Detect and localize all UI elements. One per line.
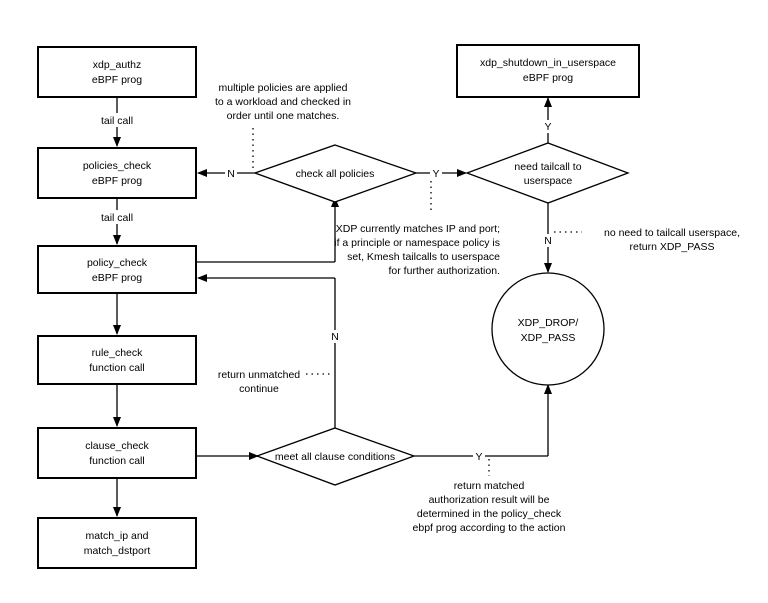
annotation-leaders [252,128,582,476]
annotation-no-need-tailcall: no need to tailcall userspace, return XD… [604,227,740,253]
annotation-return-matched-line1: return matched [454,480,525,492]
node-xdp-authz: xdp_authz eBPF prog [37,46,197,98]
edge-label-n-clause: N [331,331,339,343]
annotation-return-matched: return matched authorization result will… [413,480,566,534]
terminal-result-line1: XDP_DROP/ [518,317,579,329]
node-clause-check-line1: clause_check [85,440,149,452]
annotation-no-need-tailcall-line2: return XDP_PASS [629,241,714,253]
node-match-ip-line1: match_ip and [85,530,148,542]
node-match-ip-line2: match_dstport [84,545,151,557]
decision-need-tailcall-line2: userspace [524,175,573,187]
annotation-multiple-policies-line2: to a workload and checked in [215,96,351,108]
edges [113,97,552,517]
edge-label-y-shutdown: Y [544,121,551,133]
node-policy-check-line1: policy_check [87,257,148,269]
edge-label-y-clause: Y [475,451,482,463]
terminal-result: XDP_DROP/ XDP_PASS [491,272,605,386]
edge-label-tail-call-1: tail call [101,115,133,127]
decision-need-tailcall-line1: need tailcall to [514,161,581,173]
node-policies-check-line1: policies_check [83,160,152,172]
annotation-no-need-tailcall-line1: no need to tailcall userspace, [604,227,740,239]
annotation-return-unmatched-line1: return unmatched [218,369,300,381]
node-clause-check-line2: function call [89,455,144,467]
node-policy-check: policy_check eBPF prog [37,245,197,294]
annotation-xdp-matches-line4: for further authorization. [389,265,500,277]
node-xdp-authz-line2: eBPF prog [92,74,142,86]
node-shutdown-line1: xdp_shutdown_in_userspace [480,57,616,69]
annotation-xdp-matches-line1: XDP currently matches IP and port; [336,223,500,235]
decision-meet-all-clause-label: meet all clause conditions [275,451,395,463]
annotation-return-matched-line2: authorization result will be [429,494,550,506]
annotation-multiple-policies-line1: multiple policies are applied [219,82,348,94]
node-match-ip: match_ip and match_dstport [37,517,197,569]
node-rule-check: rule_check function call [37,335,197,385]
edge-label-y-policies: Y [432,168,439,180]
annotation-multiple-policies: multiple policies are applied to a workl… [215,82,351,122]
node-shutdown: xdp_shutdown_in_userspace eBPF prog [456,44,640,98]
node-rule-check-line1: rule_check [92,347,144,359]
node-rule-check-line2: function call [89,362,144,374]
decision-check-all-policies: check all policies [253,144,418,203]
node-shutdown-line2: eBPF prog [523,72,573,84]
annotation-xdp-matches-line2: if a principle or namespace policy is [334,237,500,249]
node-policies-check: policies_check eBPF prog [37,147,197,199]
annotation-xdp-matches: XDP currently matches IP and port; if a … [334,223,500,277]
annotation-xdp-matches-line3: set, Kmesh tailcalls to userspace [347,251,500,263]
decision-meet-all-clause: meet all clause conditions [255,427,416,486]
annotation-return-matched-line4: ebpf prog according to the action [413,522,566,534]
annotation-multiple-policies-line3: order until one matches. [227,110,340,122]
node-clause-check: clause_check function call [37,427,197,479]
edge-labels: tail call tail call N Y Y N N Y [92,113,554,463]
node-xdp-authz-line1: xdp_authz [93,59,141,71]
decision-check-all-policies-label: check all policies [296,168,375,180]
node-policy-check-line2: eBPF prog [92,272,142,284]
terminal-result-line2: XDP_PASS [521,332,576,344]
edge-label-n-policies: N [227,168,235,180]
annotation-return-unmatched-line2: continue [239,383,279,395]
node-policies-check-line2: eBPF prog [92,175,142,187]
decision-need-tailcall: need tailcall to userspace [465,142,630,204]
edge-label-n-result: N [544,235,552,247]
edge-label-tail-call-2: tail call [101,212,133,224]
annotation-return-matched-line3: determined in the policy_check [417,508,562,520]
annotation-return-unmatched: return unmatched continue [218,369,300,395]
